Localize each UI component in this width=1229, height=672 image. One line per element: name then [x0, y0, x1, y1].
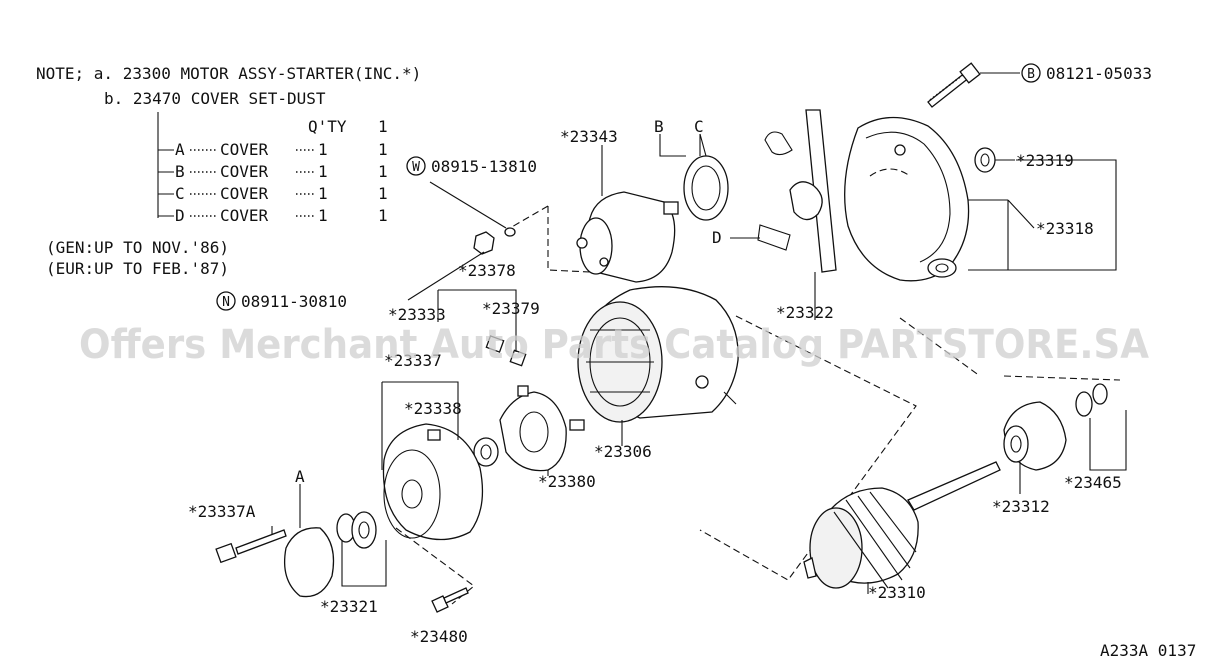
notes-block: NOTE; a. 23300 MOTOR ASSY-STARTER(INC.*)…: [36, 64, 421, 278]
brush-holder-drawing: [499, 385, 585, 476]
cover-row-c: C COVER 1 1: [175, 184, 388, 203]
callout-number: 08121-05033: [1046, 64, 1152, 83]
yoke-drawing: [577, 286, 917, 581]
cover-name: COVER: [220, 162, 269, 181]
pinion-clutch-drawing: [1003, 401, 1067, 494]
cover-qty: 1: [378, 162, 388, 181]
note-line-b: b. 23470 COVER SET-DUST: [104, 89, 326, 108]
shift-lever-drawing: [757, 109, 837, 320]
brush-small-parts-drawing: [437, 289, 527, 367]
qty-header: Q'TY: [308, 117, 347, 136]
cover-qty: 1: [378, 206, 388, 225]
magnetic-switch-drawing: [509, 145, 679, 283]
cover-letter: B: [175, 162, 185, 181]
cover-a-drawing: [283, 484, 387, 598]
label-23480: *23480: [410, 627, 468, 646]
label-23321: *23321: [320, 597, 378, 616]
bolt-08121-drawing: [927, 62, 1020, 108]
cover-letter: D: [175, 206, 185, 225]
cover-row-a: A COVER 1 1: [175, 140, 388, 159]
cover-name: COVER: [220, 206, 269, 225]
label-23343: *23343: [560, 127, 618, 146]
label-23318: *23318: [1036, 219, 1094, 238]
armature-drawing: [803, 461, 1001, 594]
bush-23319-drawing: [974, 147, 1015, 173]
callout-prefix: W: [412, 160, 420, 175]
cover-name: COVER: [220, 184, 269, 203]
circled-letter-n: [216, 291, 236, 311]
nut-washer-drawing: [407, 181, 516, 301]
watermark-text: Offers Merchant Auto Parts Catalog PARTS…: [79, 322, 1149, 368]
cover-b-drawing: [659, 134, 729, 221]
bush-23338-drawing: [473, 437, 499, 467]
label-cover-d: D: [712, 228, 722, 247]
callout-prefix: N: [222, 295, 230, 310]
label-23322: *23322: [776, 303, 834, 322]
cover-count: 1: [318, 184, 328, 203]
cover-count: 1: [318, 206, 328, 225]
stop-rings-drawing: [899, 317, 1127, 471]
cover-row-d: D COVER 1 1: [175, 206, 388, 225]
cover-qty: 1: [378, 140, 388, 159]
cover-name: COVER: [220, 140, 269, 159]
callout-number: 08911-30810: [241, 292, 347, 311]
label-cover-a: A: [295, 467, 305, 486]
callout-number: 08915-13810: [431, 157, 537, 176]
gear-case-drawing: [844, 116, 1008, 282]
label-23337: *23337: [384, 351, 442, 370]
label-23333: *23333: [388, 305, 446, 324]
qty-header-value: 1: [378, 117, 388, 136]
label-23306: *23306: [594, 442, 652, 461]
label-23310: *23310: [868, 583, 926, 602]
label-23337a: *23337A: [188, 502, 256, 521]
rear-cover-drawing: [381, 381, 484, 605]
cover-count: 1: [318, 162, 328, 181]
cover-letter: A: [175, 140, 185, 159]
cover-count-leaders: [296, 149, 316, 217]
callout-08915: W 08915-13810: [406, 156, 537, 176]
circled-letter-w: [406, 156, 426, 176]
screw-23480-drawing: [431, 587, 469, 613]
diagram-code: A233A 0137: [1100, 641, 1196, 660]
through-bolt-drawing: [215, 526, 287, 564]
cover-leaders: [699, 133, 1117, 271]
label-23379: *23379: [482, 299, 540, 318]
callout-prefix: B: [1027, 67, 1035, 82]
circled-letter-b: [1021, 63, 1041, 83]
note-line-a: NOTE; a. 23300 MOTOR ASSY-STARTER(INC.*): [36, 64, 421, 83]
cover-letter: C: [175, 184, 185, 203]
label-cover-b: B: [654, 117, 664, 136]
label-23319: *23319: [1016, 151, 1074, 170]
cover-tree-leaders: [190, 149, 218, 217]
callout-08911: N 08911-30810: [216, 291, 347, 311]
label-23465: *23465: [1064, 473, 1122, 492]
label-23338: *23338: [404, 399, 462, 418]
label-23378: *23378: [458, 261, 516, 280]
cover-qty: 1: [378, 184, 388, 203]
cover-tree-lines: [157, 112, 174, 218]
eur-note: (EUR:UP TO FEB.'87): [46, 259, 229, 278]
label-cover-c: C: [694, 117, 704, 136]
cover-count: 1: [318, 140, 328, 159]
label-23380: *23380: [538, 472, 596, 491]
cover-row-b: B COVER 1 1: [175, 162, 388, 181]
callout-08121: B 08121-05033: [1021, 63, 1152, 83]
gen-note: (GEN:UP TO NOV.'86): [46, 238, 229, 257]
label-23312: *23312: [992, 497, 1050, 516]
